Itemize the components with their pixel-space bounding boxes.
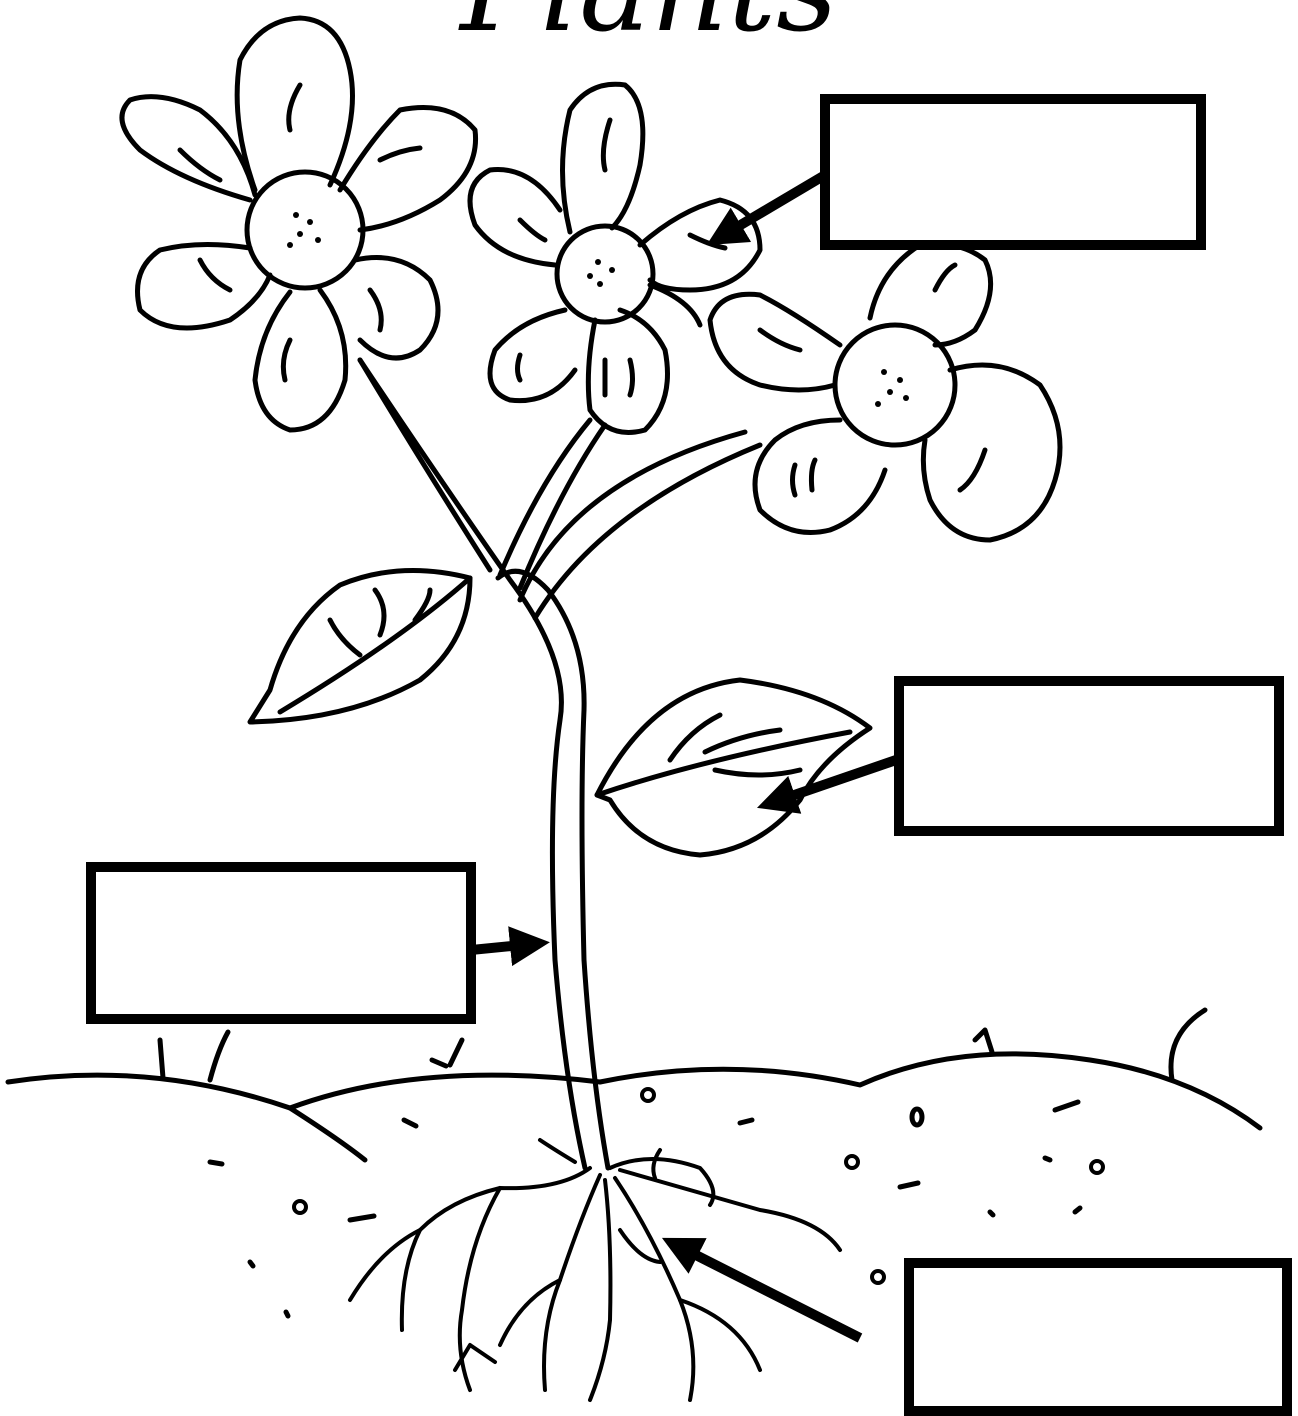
flower-right: [707, 241, 1063, 543]
arrow-to-flower: [706, 170, 828, 246]
stem-label-box[interactable]: [86, 862, 476, 1024]
flower-label-box[interactable]: [820, 94, 1206, 250]
ground: [5, 1007, 1263, 1319]
flower-middle-center-dots: [587, 259, 615, 287]
arrow-to-roots: [661, 1237, 863, 1343]
flower-left: [119, 15, 479, 433]
plant-roots: [348, 1138, 842, 1402]
flower-left-center-dots: [287, 212, 321, 248]
leaf-label-box[interactable]: [894, 676, 1284, 836]
flower-right-center-dots: [875, 369, 909, 407]
arrow-to-leaf: [756, 755, 898, 814]
roots-label-box[interactable]: [904, 1258, 1292, 1416]
plant-stem: [357, 357, 763, 1171]
flower-middle: [467, 81, 763, 435]
worksheet-title: Plants: [0, 0, 1298, 50]
plant-leaves: [247, 567, 873, 858]
